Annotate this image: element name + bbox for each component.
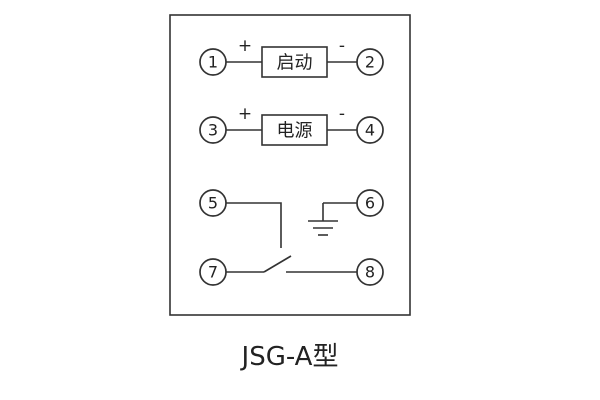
switch-blade [263,255,292,273]
row1-plus-sign: + [238,36,252,56]
terminal-8-circle [356,258,384,286]
terminal-7: 7 [199,258,227,286]
terminal-6: 6 [356,189,384,217]
row2-plus-sign: + [238,104,252,124]
row1-minus-sign: - [339,36,345,56]
terminal-8: 8 [356,258,384,286]
terminal-6-number: 6 [365,194,375,213]
terminal-2-number: 2 [365,53,375,72]
terminal-4-circle [356,116,384,144]
switch-contact [226,255,357,273]
start-box: 启动 [261,46,328,78]
terminal-1: 1 [199,48,227,76]
power-box-label: 电源 [277,121,313,142]
wire-5-branch [226,202,282,248]
row2-minus-sign: - [339,104,345,124]
terminal-8-number: 8 [365,263,375,282]
terminal-2-circle [356,48,384,76]
start-box-label: 启动 [277,53,313,74]
ground-icon [308,202,357,236]
terminal-5-number: 5 [208,194,218,213]
device-outline [169,14,411,316]
model-caption: JSG-A型 [240,342,339,372]
terminal-4: 4 [356,116,384,144]
terminal-3-number: 3 [208,121,218,140]
terminal-7-number: 7 [208,263,218,282]
terminal-1-number: 1 [208,53,218,72]
terminal-4-number: 4 [365,121,375,140]
power-box: 电源 [261,114,328,146]
terminal-3: 3 [199,116,227,144]
terminal-2: 2 [356,48,384,76]
terminal-5: 5 [199,189,227,217]
